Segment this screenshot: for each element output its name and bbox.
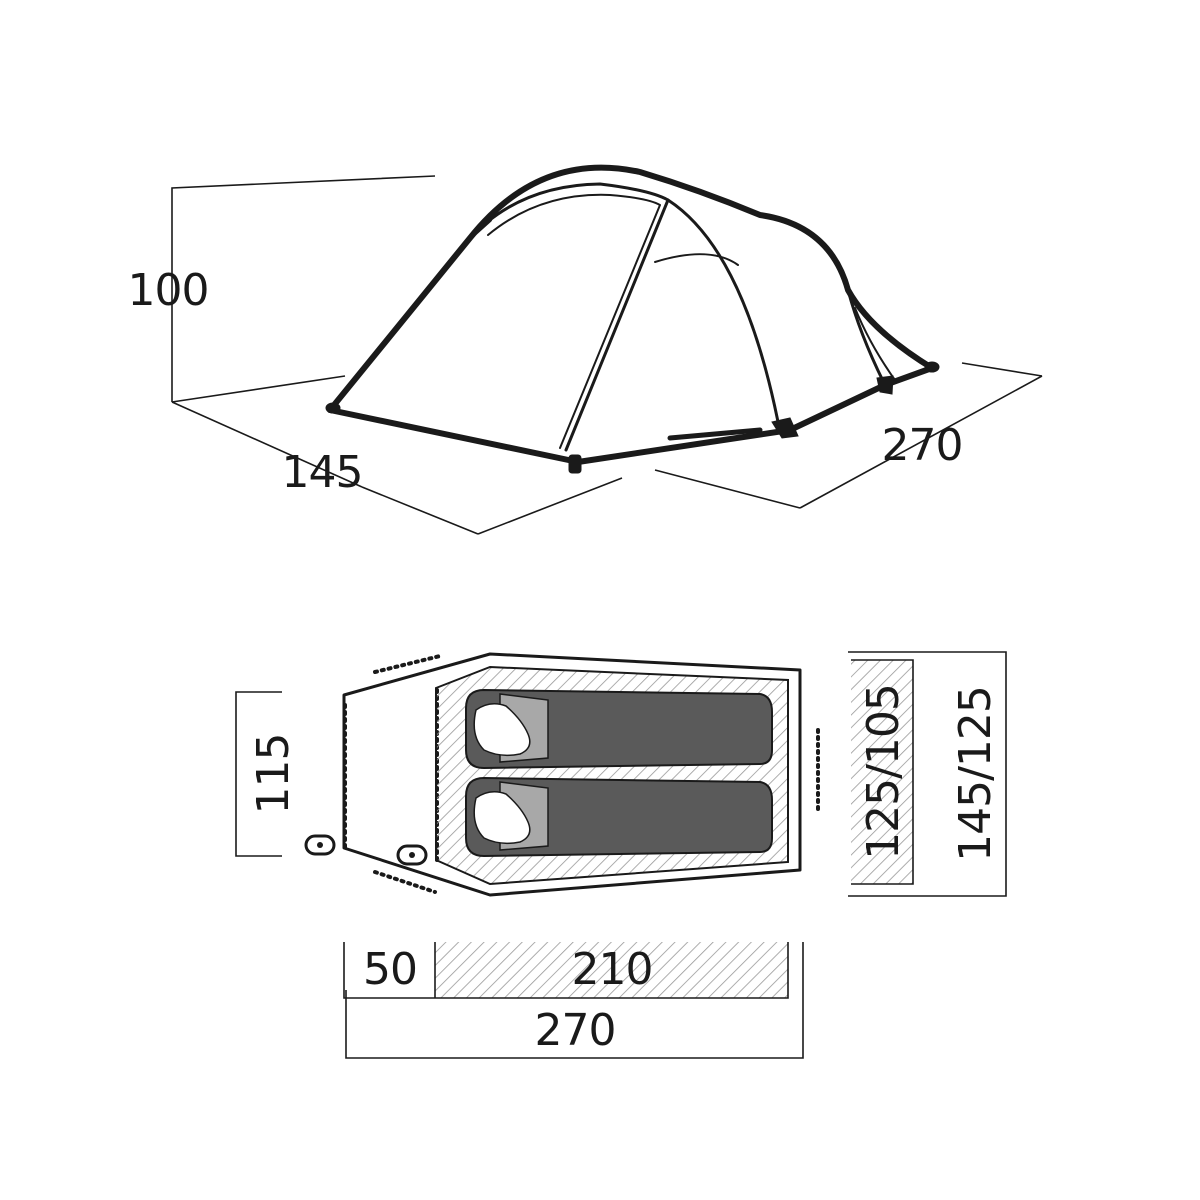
height-label: 100 (128, 265, 209, 316)
inner-width-box (851, 660, 913, 884)
total-length-label: 270 (535, 1005, 616, 1056)
tent-3d-view: 100 145 270 (128, 164, 1043, 535)
width-label: 145 (282, 447, 363, 498)
floor-plan: 115 (235, 651, 1007, 1059)
inner-length-label: 210 (572, 944, 653, 995)
length-label: 270 (882, 420, 963, 471)
tent-pegs (325, 361, 940, 474)
dimension-guides (171, 175, 1043, 535)
sleeping-bag-2 (465, 776, 773, 858)
tent-body (327, 164, 935, 465)
inner-width-label: 125/105 (858, 684, 909, 860)
vestibule-depth-label: 115 (248, 734, 299, 815)
sleeping-bag-1 (465, 688, 773, 770)
floor-pegs (304, 834, 428, 866)
inner-length-box (435, 942, 788, 998)
outer-width-label: 145/125 (950, 686, 1001, 862)
vestibule-length-label: 50 (363, 944, 417, 995)
total-length-bracket (345, 942, 804, 1059)
outer-width-bracket (848, 651, 1007, 897)
vestibule-depth-bracket (235, 691, 282, 857)
